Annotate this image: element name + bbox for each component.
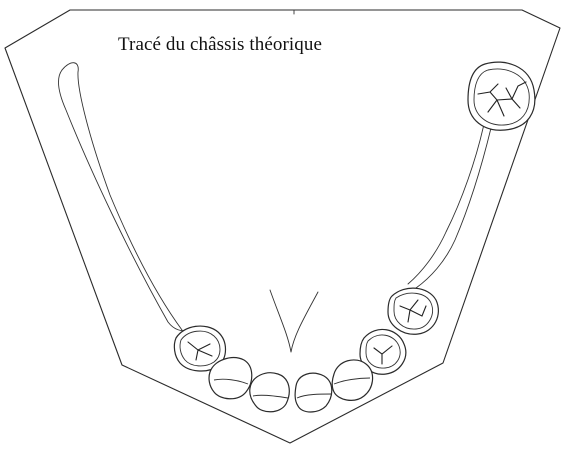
right-premolar [388, 288, 438, 334]
right-molar-top [468, 62, 535, 130]
incisor-teeth [209, 358, 373, 412]
left-wire-arm-inner [62, 63, 182, 330]
left-wire-arm [59, 70, 188, 331]
right-wire-arm-inner [408, 124, 484, 284]
lingual-bar-v [270, 290, 318, 352]
diagram-title: Tracé du châssis théorique [118, 34, 322, 56]
